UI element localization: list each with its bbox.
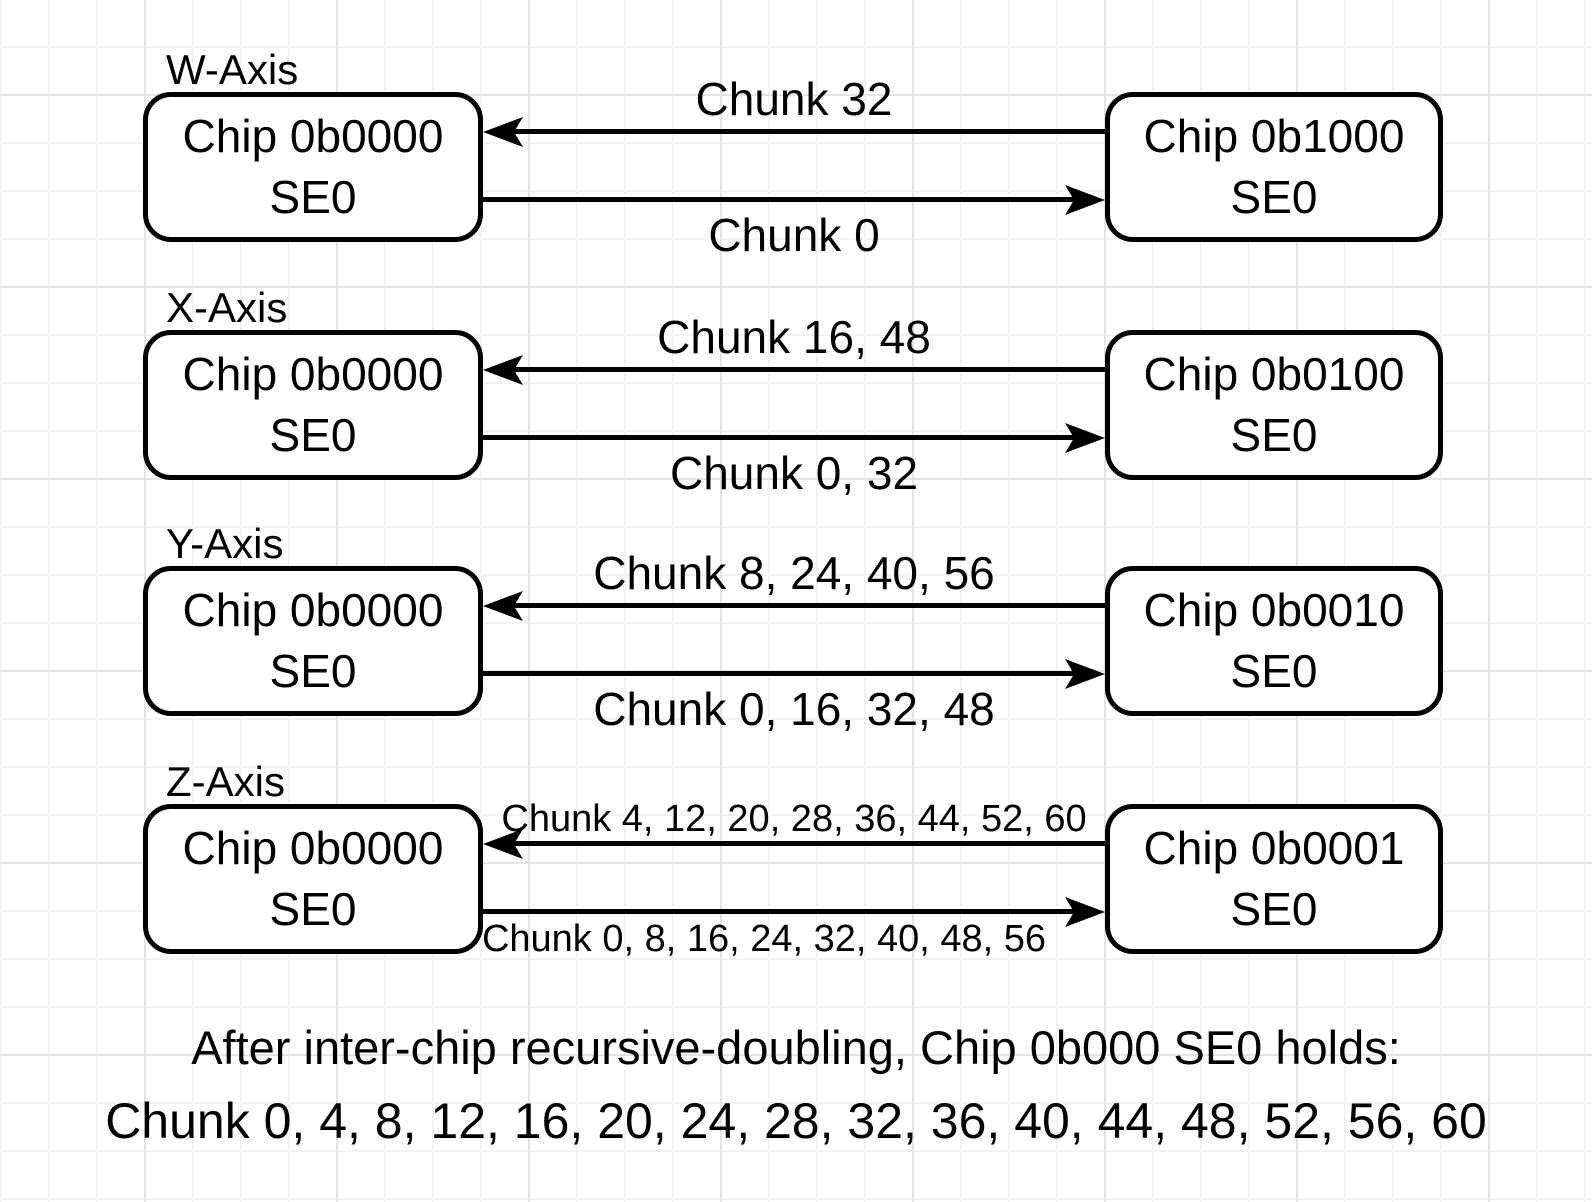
send-chunks-label: Chunk 0 (708, 209, 880, 261)
footer-summary-line2: Chunk 0, 4, 8, 12, 16, 20, 24, 28, 32, 3… (105, 1093, 1487, 1149)
chip-node-left: Chip 0b0000 SE0 (143, 566, 483, 716)
chip-se: SE0 (269, 171, 357, 223)
receive-chunks-label: Chunk 32 (695, 73, 893, 125)
chip-se: SE0 (1230, 883, 1318, 935)
arrowhead-right-icon (1065, 659, 1105, 689)
arrow-to-left (483, 590, 1105, 622)
chip-node-right: Chip 0b1000 SE0 (1105, 92, 1443, 242)
chip-name: Chip 0b0000 (182, 584, 444, 637)
chip-se: SE0 (1230, 171, 1318, 223)
arrow-to-left (483, 828, 1105, 860)
arrow-shaft (513, 129, 1105, 134)
axis-section-y: Y-Axis Chip 0b0000 SE0 Chip 0b0010 SE0 C… (0, 520, 1592, 758)
arrow-shaft (483, 671, 1075, 676)
chip-se: SE0 (1230, 645, 1318, 697)
arrow-to-right (483, 184, 1105, 216)
chip-node-right: Chip 0b0001 SE0 (1105, 804, 1443, 954)
chip-name: Chip 0b0000 (182, 822, 444, 875)
chip-node-left: Chip 0b0000 SE0 (143, 330, 483, 480)
arrow-to-left (483, 354, 1105, 386)
arrow-to-right (483, 658, 1105, 690)
axis-section-w: W-Axis Chip 0b0000 SE0 Chip 0b1000 SE0 C… (0, 46, 1592, 284)
send-chunks-label: Chunk 0, 8, 16, 24, 32, 40, 48, 56 (481, 918, 1047, 960)
chip-name: Chip 0b0100 (1143, 348, 1405, 401)
arrowhead-left-icon (483, 117, 523, 147)
arrowhead-left-icon (483, 355, 523, 385)
arrow-to-right (483, 422, 1105, 454)
chip-node-right: Chip 0b0100 SE0 (1105, 330, 1443, 480)
arrowhead-right-icon (1065, 423, 1105, 453)
send-chunks-label: Chunk 0, 32 (669, 447, 919, 499)
arrowhead-right-icon (1065, 185, 1105, 215)
chip-node-left: Chip 0b0000 SE0 (143, 804, 483, 954)
chip-name: Chip 0b0000 (182, 110, 444, 163)
footer-summary-line1: After inter-chip recursive-doubling, Chi… (191, 1021, 1401, 1074)
chip-se: SE0 (269, 883, 357, 935)
arrowhead-left-icon (483, 829, 523, 859)
arrow-shaft (483, 435, 1075, 440)
chip-name: Chip 0b0010 (1143, 584, 1405, 637)
arrowhead-right-icon (1065, 897, 1105, 927)
arrow-shaft (513, 841, 1105, 846)
arrow-to-left (483, 116, 1105, 148)
axis-label: Z-Axis (166, 758, 285, 805)
chip-se: SE0 (269, 645, 357, 697)
chip-se: SE0 (269, 409, 357, 461)
arrowhead-left-icon (483, 591, 523, 621)
chip-name: Chip 0b0001 (1143, 822, 1405, 875)
chip-node-left: Chip 0b0000 SE0 (143, 92, 483, 242)
arrow-shaft (483, 197, 1075, 202)
receive-chunks-label: Chunk 16, 48 (657, 311, 931, 363)
arrow-shaft (483, 909, 1075, 914)
chip-node-right: Chip 0b0010 SE0 (1105, 566, 1443, 716)
arrow-to-right (483, 896, 1105, 928)
send-chunks-label: Chunk 0, 16, 32, 48 (593, 683, 995, 735)
chip-name: Chip 0b1000 (1143, 110, 1405, 163)
axis-section-x: X-Axis Chip 0b0000 SE0 Chip 0b0100 SE0 C… (0, 284, 1592, 522)
arrow-shaft (513, 603, 1105, 608)
receive-chunks-label: Chunk 4, 12, 20, 28, 36, 44, 52, 60 (501, 798, 1087, 840)
chip-se: SE0 (1230, 409, 1318, 461)
axis-label: W-Axis (166, 46, 299, 93)
chip-name: Chip 0b0000 (182, 348, 444, 401)
axis-label: X-Axis (166, 284, 288, 331)
arrow-shaft (513, 367, 1105, 372)
receive-chunks-label: Chunk 8, 24, 40, 56 (593, 547, 995, 599)
axis-label: Y-Axis (166, 520, 284, 567)
axis-section-z: Z-Axis Chip 0b0000 SE0 Chip 0b0001 SE0 C… (0, 758, 1592, 996)
